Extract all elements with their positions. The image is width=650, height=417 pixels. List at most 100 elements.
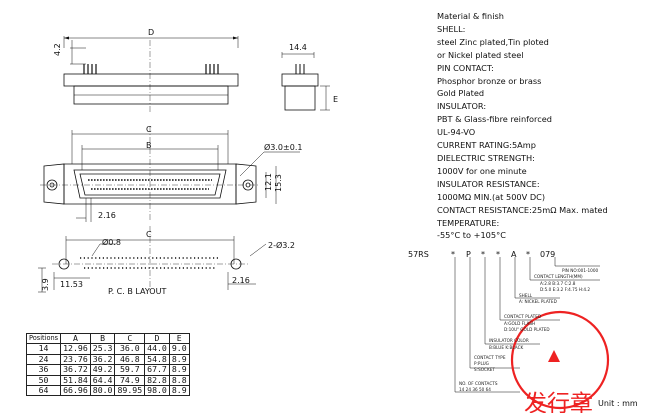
table-cell: 59.7 [114,364,146,376]
part-code-field-7: 079 [540,250,555,259]
part-code-field-4: * [496,250,500,259]
spec-line: 1000MΩ MIN.(at 500V DC) [437,191,546,202]
table-cell: 44.0 [144,343,170,355]
table-header-row: Positions A B C D E [25,332,190,345]
spec-line: steel Zinc plated,Tin ploted [437,36,549,47]
spec-line: PBT & Glass-fibre reinforced [437,114,552,125]
legend-contact-plated-d: D:10U" GOLD PLATED [504,327,550,332]
table-cell: 49.2 [89,364,116,376]
table-cell: 25.3 [89,343,116,355]
legend-contact-plated: CONTACT PLATED [504,314,541,319]
stamp-main-text: 发行章 [524,391,593,413]
dim-2-16b: 2.16 [232,276,250,285]
table-cell: 9.0 [168,343,190,355]
table-cell: 89.95 [114,385,146,397]
legend-no-contacts-title: NO. OF CONTACTS [459,381,498,386]
legend-no-contacts-values: 14 24 36 50 64 [459,387,491,392]
pcb-layout [38,226,267,293]
spec-line: TEMPERATURE: [437,217,500,228]
table-row: 24 23.76 36.2 46.8 54.8 8.9 [25,353,190,366]
dim-C-pcb: C [146,230,152,239]
spec-line: or Nickel plated steel [437,49,524,60]
table-header-cell: E [168,332,190,345]
spec-line: -55°C to +105°C [437,230,506,241]
front-view [40,126,300,222]
table-cell: 12.96 [60,343,91,355]
table-header-cell: A [60,332,91,345]
table-cell: 8.8 [168,374,190,387]
pcb-layout-label: P. C. B LAYOUT [108,287,166,296]
part-code-leaders [454,257,600,393]
top-view [63,36,239,112]
part-code-field-2: P [466,250,471,259]
legend-contact-type-p: P:PLUG [474,361,489,366]
table-cell: 36 [25,364,62,376]
part-code-field-3: * [481,250,485,259]
spec-line: PIN CONTACT: [437,62,494,73]
dimension-labels: D 14.4 4.2 E C B Ø3.0±0.1 15.3 12.1 2.16… [41,28,338,296]
spec-line: 1000V for one minute [437,165,527,176]
legend-contact-type-title: CONTACT TYPE [474,355,506,360]
dim-3-9: 3.9 [41,278,50,291]
dim-D: D [148,28,154,37]
table-cell: 36.72 [60,364,91,376]
dim-hole-0-8: Ø0.8 [102,237,121,247]
legend-contact-length-row1: A:2.8 B:3.7 C:2.8 [540,281,576,286]
legend-contact-length-row2: D:5.0 E:3.2 F:4.75 H:4.2 [540,287,590,292]
legend-contact-plated-a: A:GOLD FLASH [504,321,535,326]
table-header-cell: B [89,332,116,345]
table-cell: 50 [25,374,62,387]
dim-hole-3-0: Ø3.0±0.1 [264,142,302,152]
dim-hole-3-2: 2-Ø3.2 [268,240,295,250]
table-cell: 74.9 [114,374,146,387]
table-row: 14 12.96 25.3 36.0 44.0 9.0 [25,343,190,355]
table-cell: 51.84 [60,374,91,387]
spec-line: CURRENT RATING:5Amp [437,140,536,151]
table-cell: 98.0 [144,385,170,397]
material-specs: Material & finish SHELL: steel Zinc plat… [437,10,647,242]
part-code-field-1: * [451,250,455,259]
table-cell: 82.8 [144,374,170,387]
part-code-prefix: 57RS [408,250,429,259]
table-cell: 80.0 [89,385,116,397]
table-cell: 54.8 [144,353,170,366]
unit-label: Unit : mm [598,399,638,408]
dim-E: E [333,95,338,104]
table-header-cell: D [144,332,170,345]
table-cell: 64 [25,385,62,397]
legend-insulator-value: B:BLUE K:BLACK [489,345,523,350]
table-cell: 23.76 [60,353,91,366]
legend-contact-type-s: S:SOCKET [474,367,495,372]
dim-C-top: C [146,125,152,134]
part-code-field-6: * [526,250,530,259]
legend-pin-no: PIN NO:001-1000 [562,268,598,273]
table-cell: 8.9 [168,364,190,376]
table-header-cell: Positions [25,332,62,345]
spec-line: Material & finish [437,11,504,21]
table-cell: 67.7 [144,364,170,376]
side-view [281,52,330,111]
table-cell: 36.0 [114,343,146,355]
dim-14-4: 14.4 [289,43,307,52]
spec-line: CONTACT RESISTANCE:25mΩ Max. mated [437,204,608,215]
table-cell: 36.2 [89,353,116,366]
table-row: 50 51.84 64.4 74.9 82.8 8.8 [25,374,190,387]
spec-line: Gold Plated [437,88,485,99]
table-cell: 64.4 [89,374,116,387]
dim-12-1: 12.1 [264,173,273,191]
spec-line: DIELECTRIC STRENGTH: [437,152,535,163]
dim-4-2: 4.2 [53,43,62,56]
table-cell: 14 [25,343,62,355]
table-cell: 46.8 [114,353,146,366]
dim-11-53: 11.53 [60,280,83,289]
spec-line: Phosphor bronze or brass [437,75,542,86]
part-code-field-5: A [511,250,517,259]
legend-contact-length-title: CONTACT LENGTH(MM) [534,274,583,279]
table-row: 64 66.96 80.0 89.95 98.0 8.9 [25,385,190,397]
dimension-table: Positions A B C D E 14 12.96 25.3 36.0 4… [25,332,190,397]
legend-insulator-title: INSULATOR COLOR [489,338,529,343]
company-stamp [510,310,610,410]
dim-15-3: 15.3 [274,174,283,192]
